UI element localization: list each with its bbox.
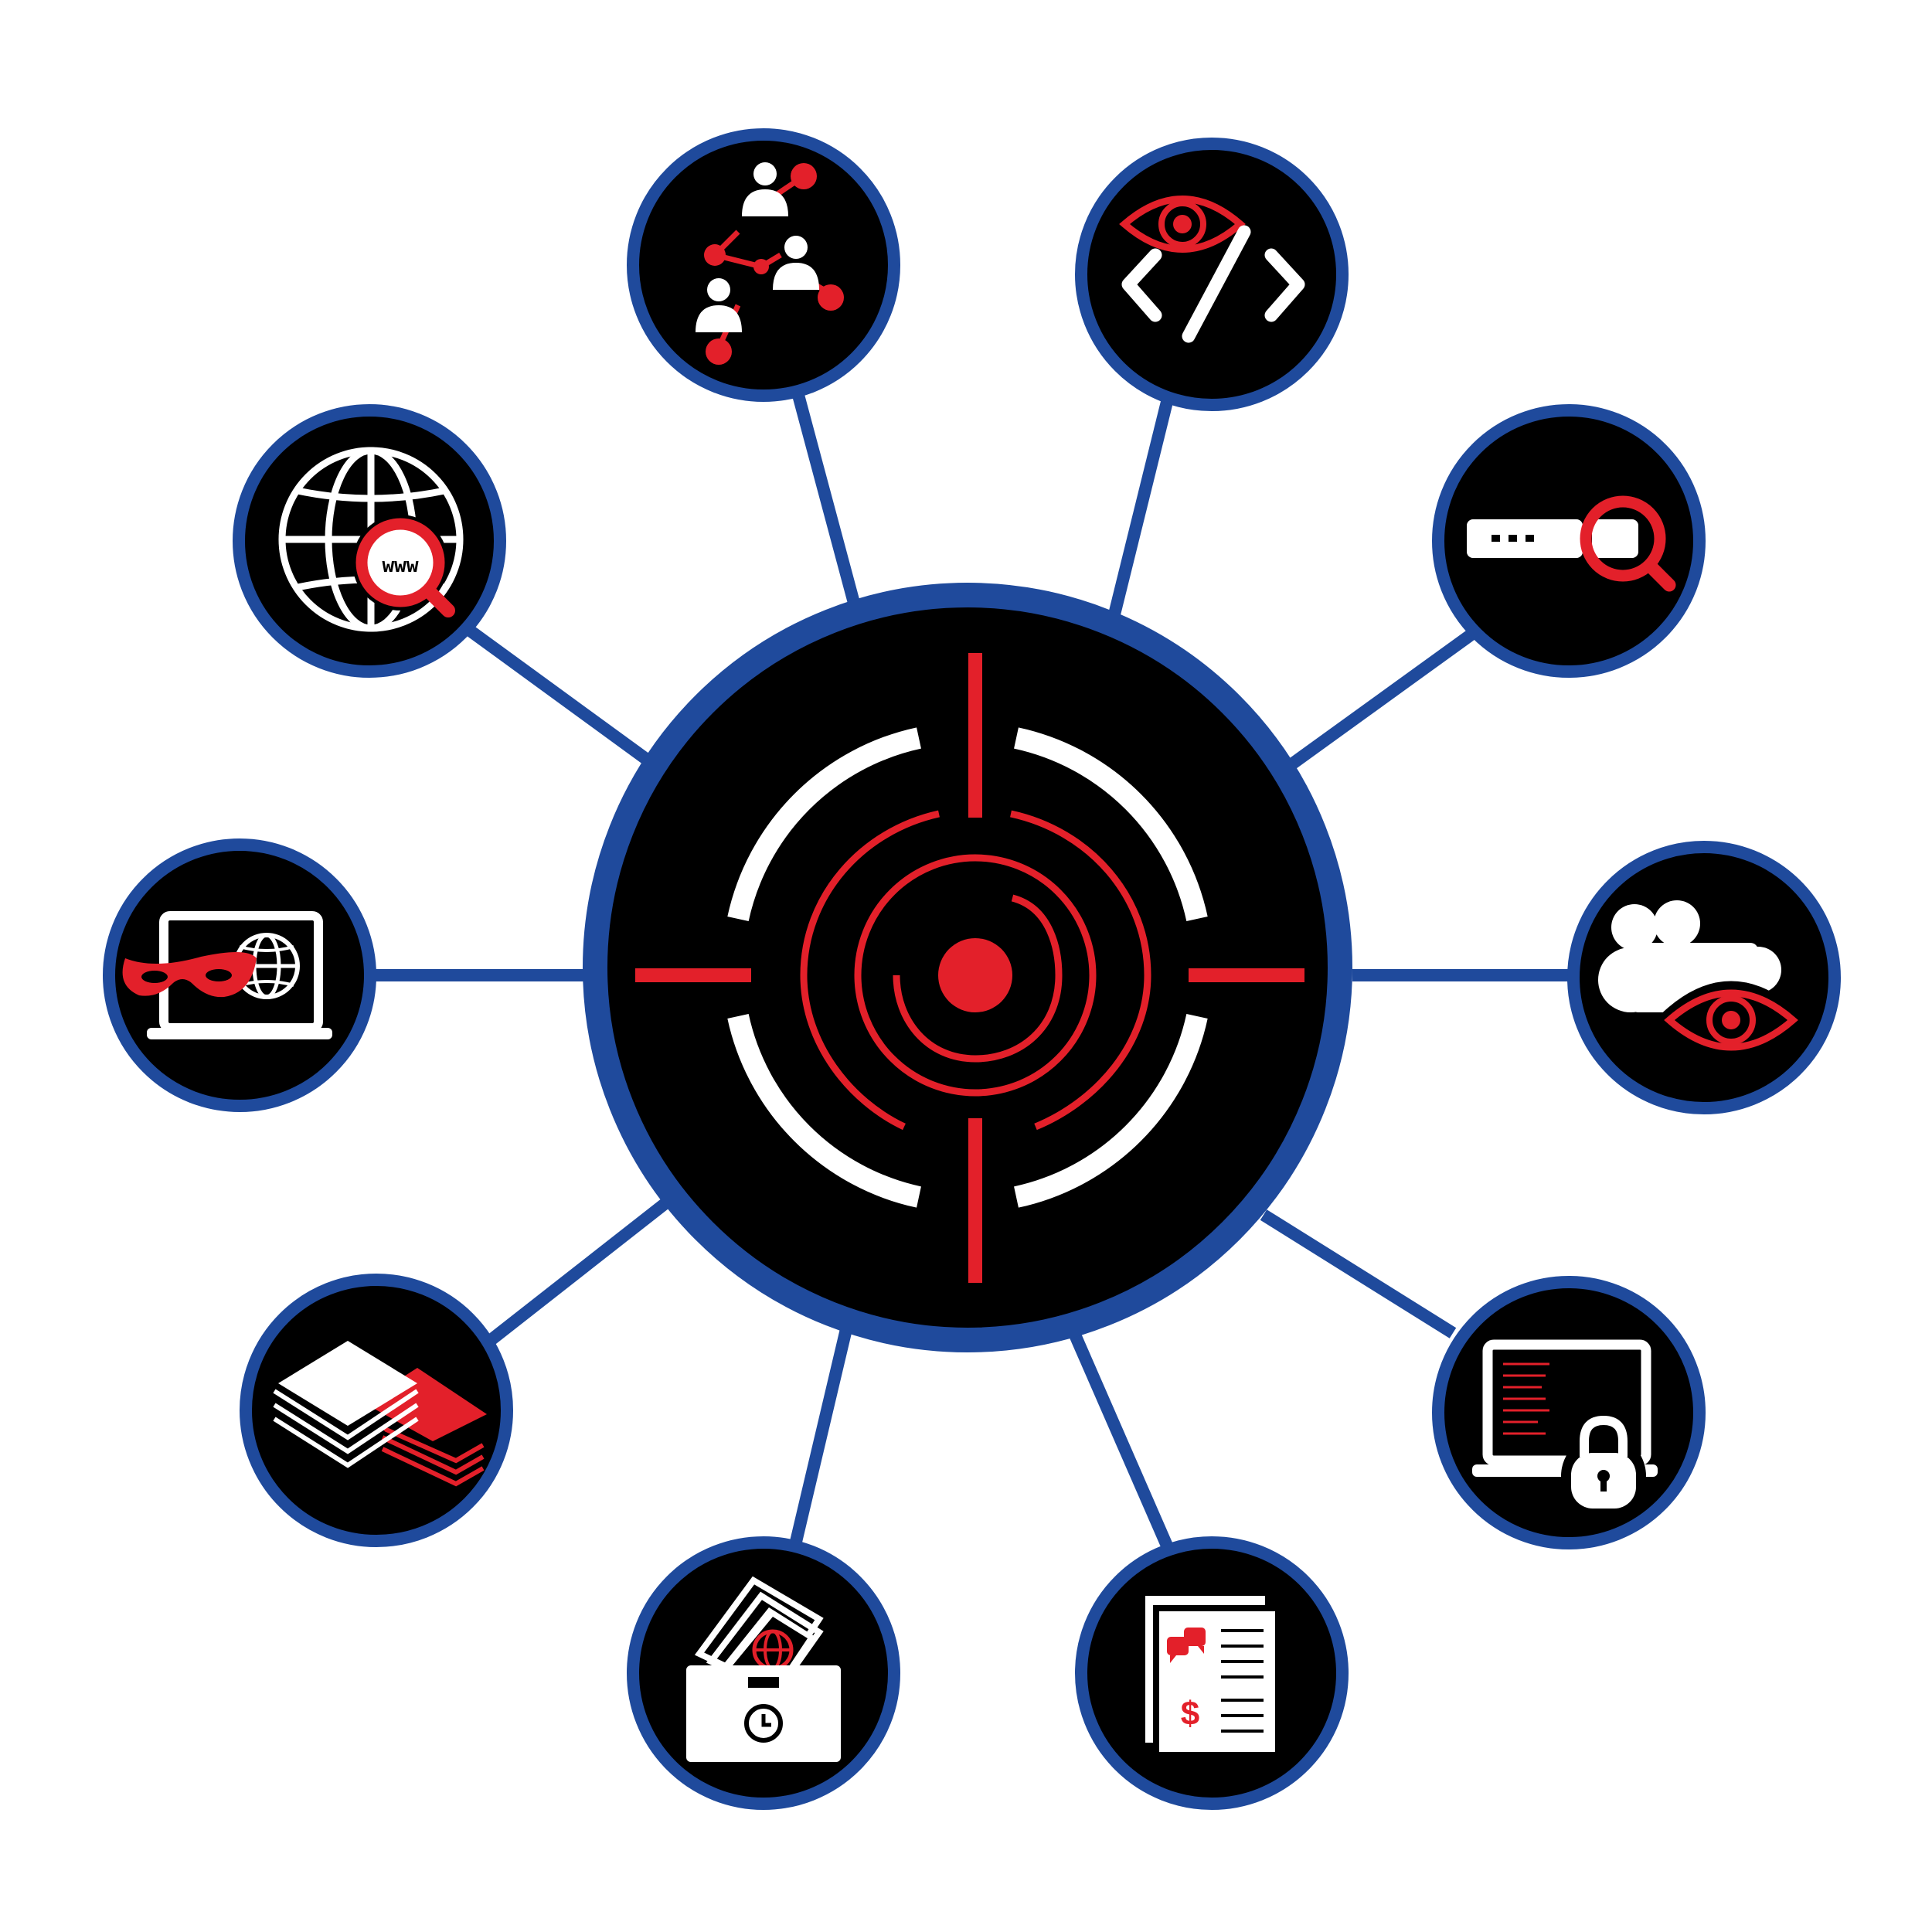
node-briefcase-docs — [627, 1536, 900, 1810]
connector-secure-laptop — [1260, 1209, 1457, 1338]
connector-briefcase-docs — [790, 1328, 852, 1543]
password-search-icon — [1467, 495, 1676, 592]
www-label: www — [383, 554, 419, 577]
node-masked-web — [103, 838, 376, 1112]
node-password-search — [1432, 404, 1706, 678]
connector-data-layers — [479, 1192, 676, 1352]
target-outer-arcs — [727, 727, 1208, 1208]
target-spiral — [800, 810, 1151, 1131]
target-crosshair-lines — [635, 653, 1304, 1283]
dollar-sign-icon: $ — [1181, 1695, 1199, 1733]
connector-password-search — [1287, 627, 1478, 770]
document-chat-dollar-icon: $ — [1145, 1596, 1277, 1756]
node-secure-laptop — [1432, 1276, 1706, 1549]
globe-www-search-icon: www — [278, 447, 464, 632]
node-web-search: www — [233, 404, 506, 678]
central-hub — [583, 583, 1352, 1352]
laptop-lock-icon — [1472, 1339, 1658, 1519]
node-cloud-monitoring — [1567, 841, 1841, 1114]
connector-social-network — [790, 384, 860, 605]
node-data-layers — [240, 1274, 513, 1547]
node-code-monitoring — [1075, 138, 1349, 411]
eye-code-icon — [1119, 196, 1305, 343]
connector-web-search — [460, 621, 653, 767]
social-network-users-icon — [696, 162, 844, 365]
node-social-network — [627, 128, 900, 402]
cloud-eye-icon — [1598, 900, 1808, 1060]
connector-financial-report — [1068, 1330, 1173, 1549]
briefcase-globe-clock-icon — [686, 1576, 841, 1762]
node-financial-report: $ — [1075, 1536, 1349, 1810]
laptop-mask-globe-icon — [122, 911, 332, 1039]
stacked-layers-icon — [273, 1341, 487, 1487]
target-crosshair-icon — [635, 653, 1304, 1283]
connector-code-monitoring — [1108, 400, 1173, 616]
connector-lines — [371, 384, 1573, 1549]
target-bullseye — [938, 938, 1012, 1012]
